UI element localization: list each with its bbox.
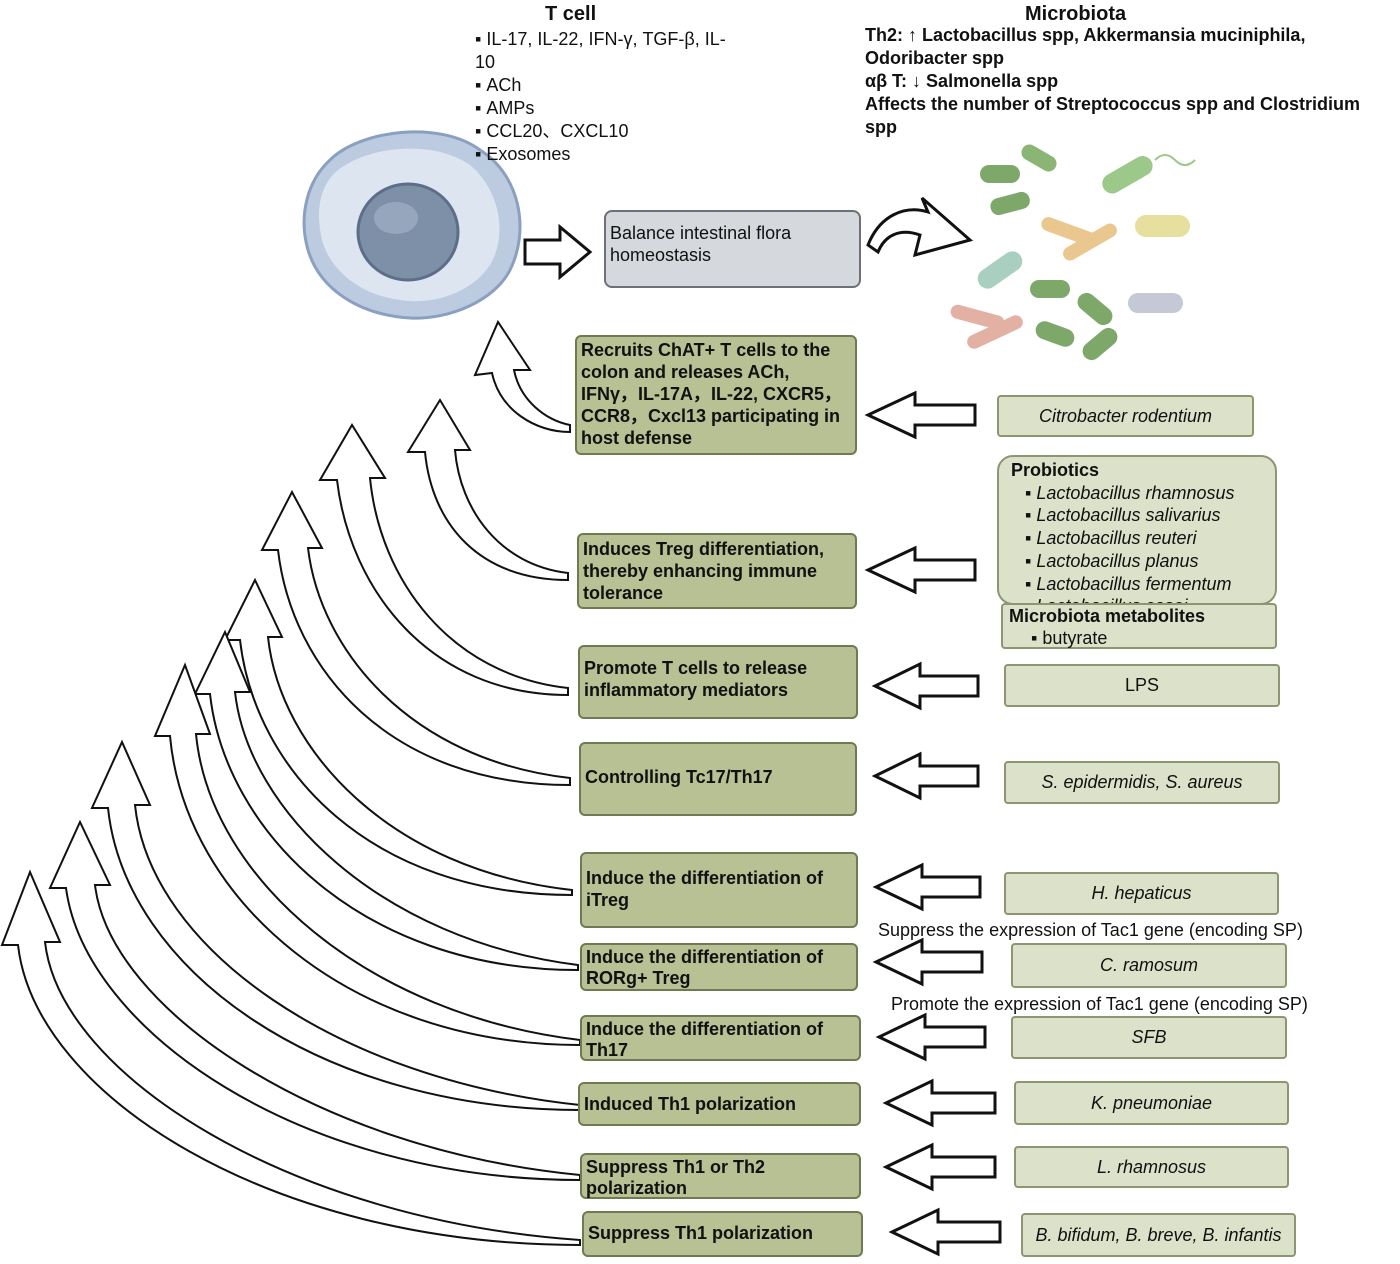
metabolites-box: Microbiota metabolites ▪ butyrate — [1001, 603, 1277, 649]
probiotic-item: Lactobacillus reuteri — [1025, 527, 1265, 550]
probiotics-title: Probiotics — [1011, 460, 1100, 480]
source-box: SFB — [1011, 1016, 1287, 1059]
metabolite-label: butyrate — [1042, 628, 1108, 648]
metabolite-item: ▪ butyrate — [1031, 628, 1108, 648]
probiotics-box: Probiotics Lactobacillus rhamnosus Lacto… — [997, 455, 1277, 605]
probiotic-item: Lactobacillus rhamnosus — [1025, 482, 1265, 505]
effect-box: Induce the differentiation of Th17 — [580, 1015, 861, 1061]
microbiota-line: αβ T: ↓ Salmonella spp — [865, 71, 1059, 91]
source-box: B. bifidum, B. breve, B. infantis — [1021, 1213, 1296, 1257]
probiotic-item: Lactobacillus salivarius — [1025, 504, 1265, 527]
tcell-title: T cell — [545, 3, 597, 25]
tcell-product-list: IL-17, IL-22, IFN-γ, TGF-β, IL-10 ACh AM… — [475, 28, 735, 166]
tcell-product-item: ACh — [475, 74, 735, 97]
probiotic-item: Lactobacillus casei — [1025, 595, 1265, 603]
effect-box: Induces Treg differentiation, thereby en… — [577, 533, 857, 609]
source-box: C. ramosum — [1011, 943, 1287, 988]
effect-box: Promote T cells to release inflammatory … — [578, 645, 858, 719]
microbiota-title: Microbiota — [1025, 3, 1127, 25]
source-box: S. epidermidis, S. aureus — [1004, 761, 1280, 804]
microbiota-illustration — [950, 144, 1196, 361]
source-box: Citrobacter rodentium — [997, 395, 1254, 437]
tcell-product-item: CCL20、CXCL10 — [475, 120, 735, 143]
tcell-product-item: AMPs — [475, 97, 735, 120]
source-arrows — [864, 390, 1002, 1257]
source-box: K. pneumoniae — [1014, 1081, 1289, 1125]
effect-box: Induce the differentiation of iTreg — [580, 852, 858, 928]
tac1-promote-note: Promote the expression of Tac1 gene (enc… — [891, 994, 1308, 1014]
balance-box: Balance intestinal flora homeostasis — [604, 210, 861, 288]
effect-box: Recruits ChAT+ T cells to the colon and … — [575, 335, 857, 455]
cell-to-balance-arrow — [523, 223, 593, 281]
effect-box: Controlling Tc17/Th17 — [579, 742, 857, 816]
source-box: H. hepaticus — [1004, 872, 1279, 915]
microbiota-description: Th2: ↑ Lactobacillus spp, Akkermansia mu… — [865, 24, 1395, 139]
feedback-arrows — [0, 319, 581, 1247]
effect-box: Suppress Th1 or Th2 polarization — [580, 1153, 861, 1199]
source-box: L. rhamnosus — [1014, 1146, 1289, 1188]
tac1-suppress-note: Suppress the expression of Tac1 gene (en… — [878, 920, 1303, 940]
metabolites-title: Microbiota metabolites — [1009, 606, 1206, 626]
probiotic-item: Lactobacillus planus — [1025, 550, 1265, 573]
balance-to-microbiota-arrow — [866, 196, 974, 258]
source-box: LPS — [1004, 664, 1280, 707]
probiotics-list: Lactobacillus rhamnosus Lactobacillus sa… — [1013, 482, 1265, 603]
effect-box: Induce the differentiation of RORg+ Treg — [580, 943, 858, 991]
probiotic-item: Lactobacillus fermentum — [1025, 573, 1265, 596]
effect-box: Induced Th1 polarization — [578, 1082, 861, 1126]
microbiota-line: Th2: ↑ Lactobacillus spp, Akkermansia mu… — [865, 25, 1306, 68]
t-cell-illustration — [302, 130, 522, 320]
tcell-product-item: Exosomes — [475, 143, 735, 166]
microbiota-line: Affects the number of Streptococcus spp … — [865, 94, 1361, 137]
effect-box: Suppress Th1 polarization — [582, 1211, 863, 1257]
tcell-product-item: IL-17, IL-22, IFN-γ, TGF-β, IL-10 — [475, 28, 735, 74]
